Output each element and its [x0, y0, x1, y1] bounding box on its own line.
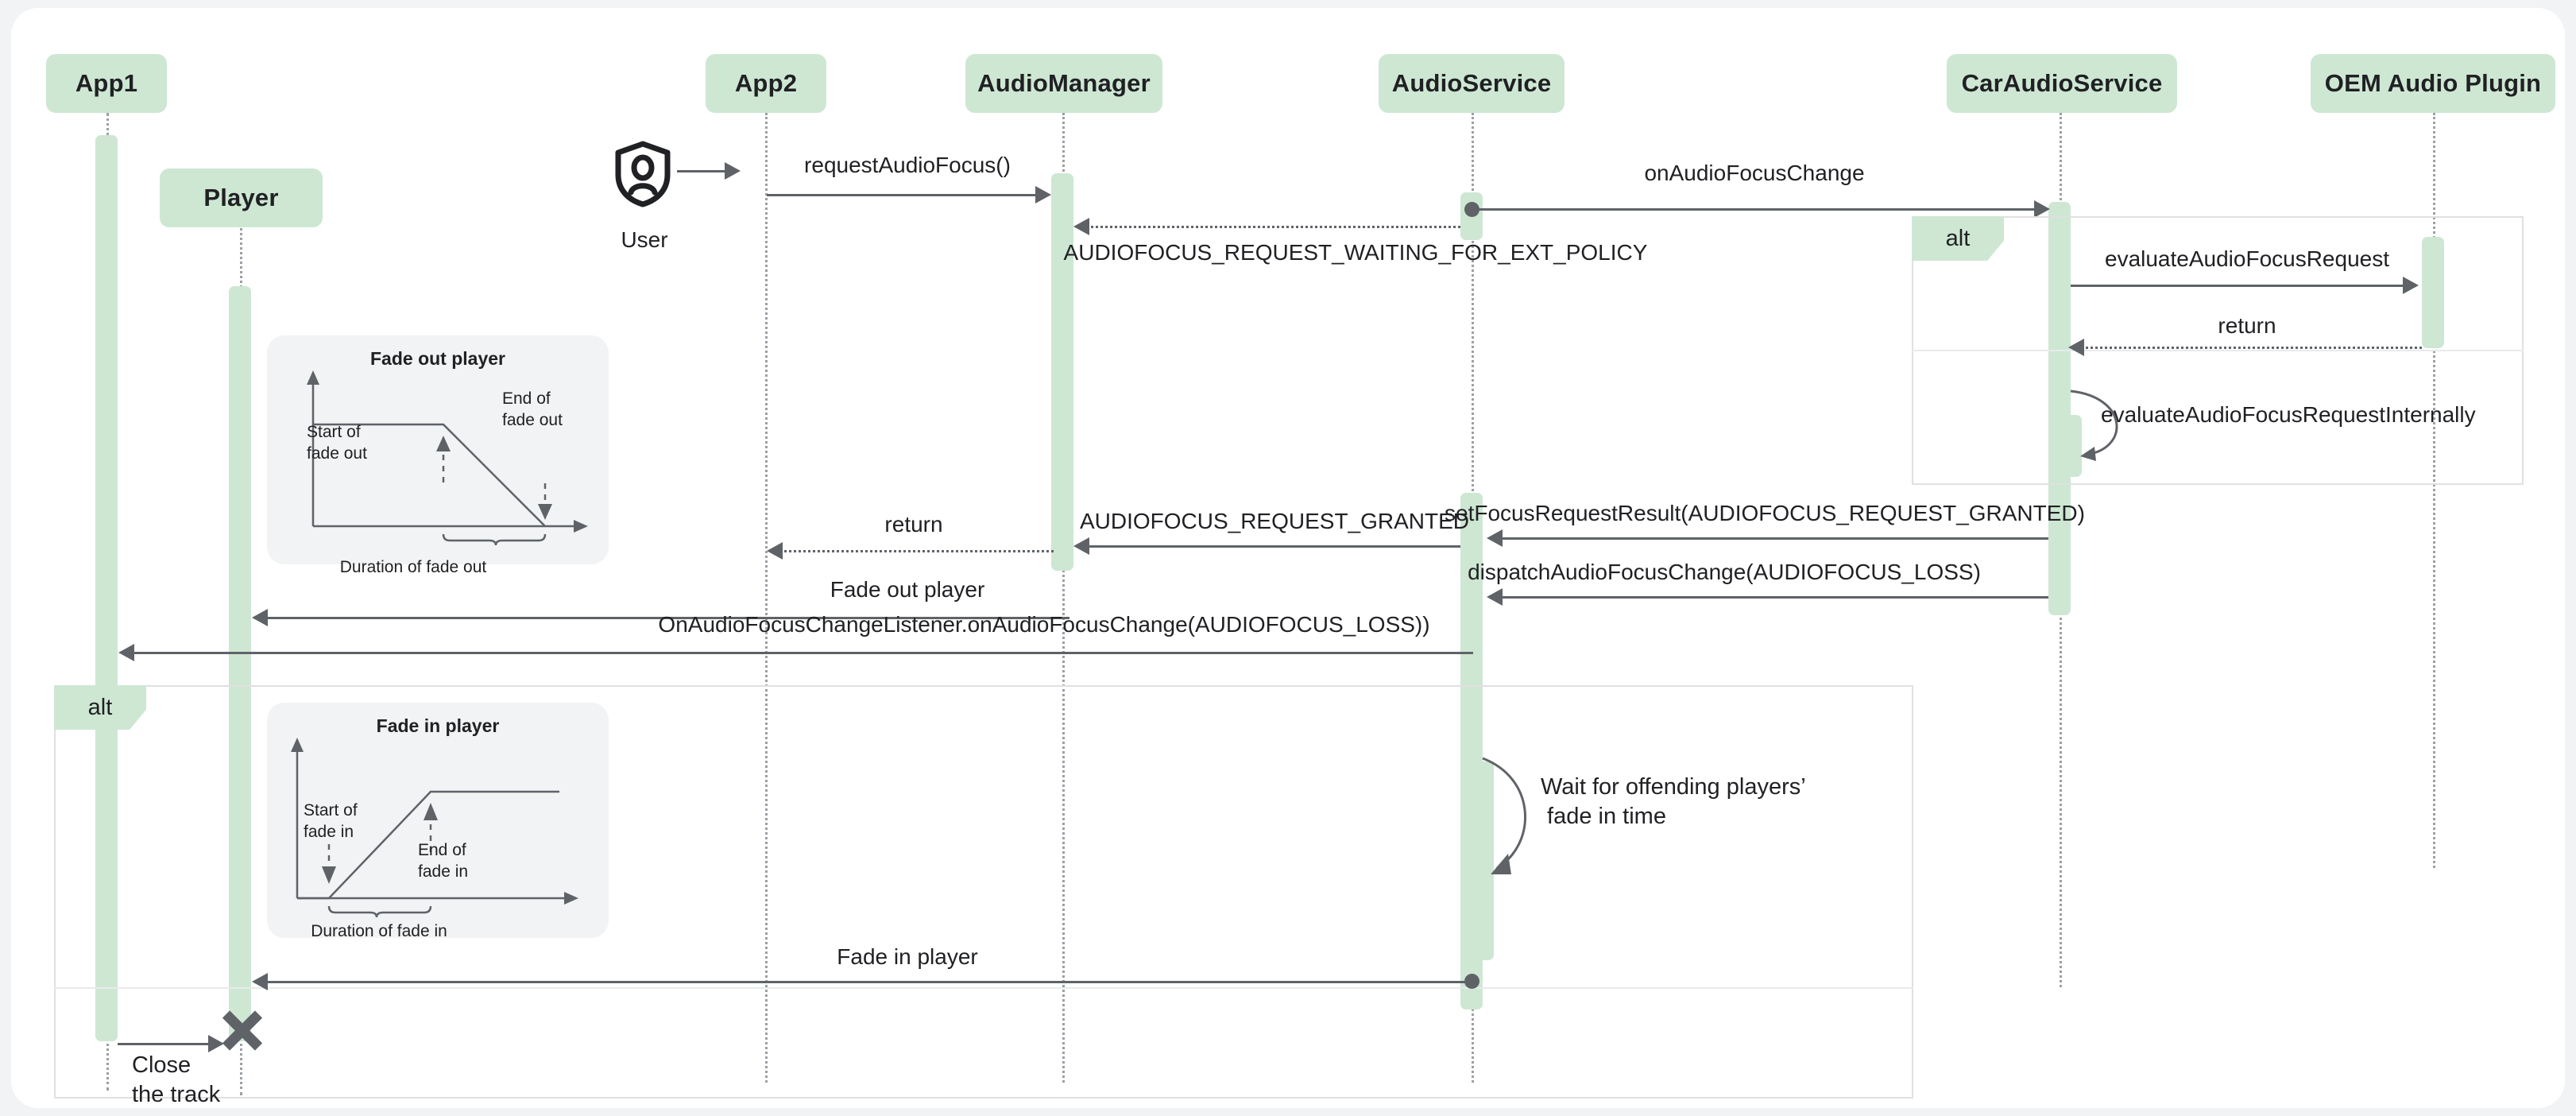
message-return-oem-arrowhead: [2068, 339, 2084, 356]
diagram-canvas: App1 Player App2 AudioManager AudioServi…: [11, 8, 2565, 1108]
fragment-alt-bottom: [54, 685, 1913, 1099]
participant-app1-label: App1: [75, 69, 138, 97]
activation-caraudioservice-nested: [2060, 415, 2082, 477]
message-fade-in-player-line: [264, 981, 1472, 983]
participant-app2[interactable]: App2: [706, 54, 826, 113]
self-loop-caraudioservice-icon: [2070, 389, 2118, 461]
message-onAudioFocusChangeListener-line: [130, 652, 1473, 654]
fade-out-duration-annotation: Duration of fade out: [339, 558, 487, 576]
message-fade-out-player-line: [264, 617, 1069, 619]
activation-audioservice-nested: [1472, 761, 1494, 960]
participant-player-label: Player: [203, 184, 279, 211]
message-dispatchAudioFocusChange-label: dispatchAudioFocusChange(AUDIOFOCUS_LOSS…: [1468, 560, 1981, 584]
activation-player: [229, 286, 251, 1041]
participant-audiomanager-label: AudioManager: [977, 69, 1151, 97]
participant-caraudioservice[interactable]: CarAudioService: [1947, 54, 2177, 113]
message-waiting-ext-policy-line: [1085, 226, 1460, 228]
fragment-alt-top-label: alt: [1945, 225, 1971, 251]
message-onAudioFocusChange-label: onAudioFocusChange: [1644, 161, 1865, 185]
fragment-alt-top-divider: [1912, 350, 2524, 351]
fade-in-duration-annotation: Duration of fade in: [311, 922, 447, 940]
activation-app1: [95, 135, 118, 1041]
fragment-alt-bottom-divider: [54, 987, 1913, 989]
fragment-alt-bottom-label: alt: [87, 694, 113, 720]
activation-audiomanager: [1051, 173, 1073, 571]
message-evaluateAudioFocusRequest-label: evaluateAudioFocusRequest: [2104, 246, 2390, 271]
message-evaluateAudioFocusRequest-arrowhead: [2403, 277, 2419, 294]
message-return-app2-arrowhead: [767, 542, 783, 560]
message-waiting-ext-policy-arrowhead: [1073, 218, 1089, 235]
fade-in-end-annotation: End of fade in: [418, 841, 469, 882]
participant-oemplugin[interactable]: OEM Audio Plugin: [2311, 54, 2555, 113]
fade-in-chart-title: Fade in player: [376, 715, 500, 736]
participant-app2-label: App2: [734, 69, 798, 97]
fade-out-chart-plot: [307, 370, 588, 546]
message-return-oem-line: [2080, 347, 2422, 349]
fade-out-end-annotation: End of fade out: [502, 389, 563, 430]
message-fade-in-player-arrowhead: [252, 973, 268, 990]
message-return-app2-line: [779, 550, 1054, 552]
participant-app1[interactable]: App1: [46, 54, 167, 113]
message-fade-in-player-origin-ball: [1464, 974, 1479, 989]
fade-out-start-annotation: Start of fade out: [307, 423, 367, 463]
lifeline-audiomanager: [1062, 113, 1065, 1083]
message-onAudioFocusChangeListener-arrowhead: [118, 644, 134, 661]
message-fade-in-player-label: Fade in player: [837, 944, 978, 969]
participant-audioservice-label: AudioService: [1391, 69, 1552, 97]
actor-user-label: User: [621, 227, 668, 252]
message-setFocusRequestResult-arrowhead: [1487, 529, 1503, 547]
message-granted-label: AUDIOFOCUS_REQUEST_GRANTED: [1079, 509, 1470, 533]
destroy-marker-player-icon: [219, 1010, 265, 1071]
message-setFocusRequestResult-line: [1499, 537, 2048, 540]
fade-in-start-annotation: Start of fade in: [304, 801, 358, 842]
participant-player[interactable]: Player: [160, 169, 323, 227]
fragment-alt-top-tab: alt: [1912, 216, 2004, 261]
activation-caraudioservice: [2048, 202, 2071, 615]
participant-oemplugin-label: OEM Audio Plugin: [2324, 69, 2542, 97]
message-onAudioFocusChange-line: [1472, 208, 2036, 211]
message-granted-line: [1085, 545, 1460, 548]
activation-oemplugin: [2422, 237, 2444, 348]
message-evaluateInternally-label: evaluateAudioFocusRequestInternally: [2101, 402, 2476, 427]
message-dispatchAudioFocusChange-line: [1499, 596, 2048, 599]
message-onAudioFocusChange-arrowhead: [2034, 200, 2050, 218]
message-requestAudioFocus-arrowhead: [1035, 186, 1051, 203]
message-close-the-track-label: Close the track: [132, 1052, 221, 1108]
message-waiting-ext-policy-label: AUDIOFOCUS_REQUEST_WAITING_FOR_EXT_POLIC…: [1063, 240, 1648, 265]
message-close-the-track-line: [118, 1043, 210, 1045]
message-onAudioFocusChangeListener-label: OnAudioFocusChangeListener.onAudioFocusC…: [658, 612, 1430, 637]
message-fade-out-player-label: Fade out player: [830, 577, 985, 602]
message-evaluateAudioFocusRequest-line: [2071, 285, 2404, 287]
note-wait-fade-in: Wait for offending players’ fade in time: [1541, 774, 1806, 830]
message-setFocusRequestResult-label: setFocusRequestResult(AUDIOFOCUS_REQUEST…: [1445, 501, 2085, 525]
fade-in-chart-plot: [291, 738, 578, 918]
message-user-to-app2-arrowhead: [725, 162, 741, 180]
message-requestAudioFocus-line: [767, 194, 1037, 196]
message-close-the-track-arrowhead: [208, 1035, 224, 1052]
message-return-oem-label: return: [2218, 313, 2276, 338]
message-granted-arrowhead: [1073, 537, 1089, 555]
participant-caraudioservice-label: CarAudioService: [1961, 69, 2163, 97]
message-dispatchAudioFocusChange-arrowhead: [1487, 588, 1503, 606]
user-shield-icon: [615, 141, 671, 207]
message-fade-out-player-arrowhead: [252, 609, 268, 626]
fragment-alt-bottom-tab: alt: [54, 685, 146, 730]
message-return-app2-label: return: [884, 512, 943, 537]
message-requestAudioFocus-label: requestAudioFocus(): [804, 153, 1011, 177]
lifeline-app2: [765, 113, 768, 1083]
participant-audiomanager[interactable]: AudioManager: [965, 54, 1162, 113]
self-loop-audioservice-icon: [1482, 757, 1527, 874]
participant-audioservice[interactable]: AudioService: [1379, 54, 1565, 113]
fade-out-chart-title: Fade out player: [370, 348, 505, 369]
message-user-to-app2-line: [677, 170, 726, 172]
lifeline-oemplugin: [2433, 113, 2435, 868]
